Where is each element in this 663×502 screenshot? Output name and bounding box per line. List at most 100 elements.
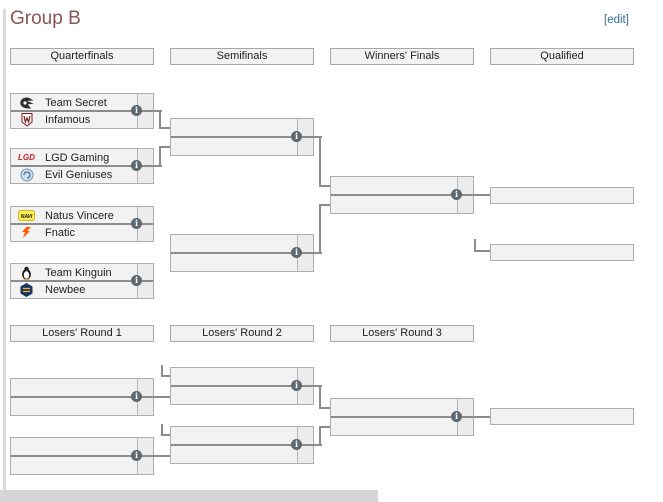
match-divider	[11, 280, 153, 282]
connector-line	[159, 146, 170, 148]
match-lr1-1: i	[10, 378, 154, 416]
header-quarterfinals: Quarterfinals	[10, 48, 154, 65]
team-row[interactable]: Evil Geniuses	[11, 166, 153, 183]
team-row[interactable]: Team Secret	[11, 94, 153, 111]
team-name[interactable]: Fnatic	[45, 226, 75, 239]
match-info-icon[interactable]: i	[291, 247, 302, 258]
match-info-icon[interactable]: i	[291, 439, 302, 450]
connector-line	[159, 146, 161, 167]
connector-line	[473, 416, 490, 418]
team-secret-logo	[18, 95, 35, 110]
match-info-icon[interactable]: i	[131, 105, 142, 116]
connector-line	[161, 434, 170, 436]
match-info-icon[interactable]: i	[451, 411, 462, 422]
team-kinguin-logo	[18, 265, 35, 280]
header-losers-round-1: Losers' Round 1	[10, 325, 154, 342]
connector-line	[319, 426, 330, 428]
match-divider	[171, 252, 313, 254]
team-row[interactable]: Newbee	[11, 281, 153, 298]
page-edge-bottom	[0, 490, 378, 502]
match-lr1-2: i	[10, 437, 154, 475]
team-row[interactable]: LGD LGD Gaming	[11, 149, 153, 166]
team-name[interactable]: Natus Vincere	[45, 209, 114, 222]
page-edge-left	[3, 9, 6, 500]
team-name[interactable]: Team Secret	[45, 96, 107, 109]
match-qf3: NAVI Natus Vincere Fnatic i	[10, 206, 154, 242]
match-lr3: i	[330, 398, 474, 436]
infamous-logo	[18, 112, 35, 127]
match-divider	[11, 455, 153, 457]
match-info-icon[interactable]: i	[131, 218, 142, 229]
connector-line	[319, 204, 321, 254]
connector-line	[159, 127, 170, 129]
connector-line	[153, 455, 170, 457]
connector-line	[159, 110, 161, 129]
team-row[interactable]: Fnatic	[11, 224, 153, 241]
connector-line	[319, 204, 330, 206]
qualified-slot-2	[490, 244, 634, 261]
connector-line	[313, 385, 322, 387]
team-row[interactable]: Team Kinguin	[11, 264, 153, 281]
match-info-icon[interactable]: i	[291, 380, 302, 391]
connector-line	[161, 424, 163, 436]
connector-line	[473, 194, 490, 196]
header-losers-round-3: Losers' Round 3	[330, 325, 474, 342]
match-divider	[11, 223, 153, 225]
match-divider	[331, 194, 473, 196]
match-winners-final: i	[330, 176, 474, 214]
header-qualified: Qualified	[490, 48, 634, 65]
match-qf4: Team Kinguin Newbee i	[10, 263, 154, 299]
evil-geniuses-logo	[18, 167, 35, 182]
connector-line	[319, 136, 321, 187]
match-sf2: i	[170, 234, 314, 272]
match-divider	[11, 110, 153, 112]
connector-line	[319, 185, 330, 187]
connector-line	[313, 252, 322, 254]
connector-line	[319, 407, 330, 409]
qualified-slot-1	[490, 187, 634, 204]
connector-line	[319, 385, 321, 409]
team-row[interactable]: Infamous	[11, 111, 153, 128]
connector-line	[313, 136, 322, 138]
newbee-logo	[18, 282, 35, 297]
match-divider	[331, 416, 473, 418]
match-qf2: LGD LGD Gaming Evil Geniuses i	[10, 148, 154, 184]
connector-line	[319, 426, 321, 446]
match-info-icon[interactable]: i	[131, 160, 142, 171]
edit-link[interactable]: [edit]	[604, 14, 629, 26]
team-row[interactable]: NAVI Natus Vincere	[11, 207, 153, 224]
match-info-icon[interactable]: i	[131, 391, 142, 402]
match-info-icon[interactable]: i	[131, 450, 142, 461]
match-lr2-1: i	[170, 367, 314, 405]
connector-line	[153, 110, 162, 112]
fnatic-logo	[18, 225, 35, 240]
connector-line	[153, 396, 170, 398]
match-info-icon[interactable]: i	[451, 189, 462, 200]
match-sf1: i	[170, 118, 314, 156]
connector-line	[153, 165, 162, 167]
connector-line	[161, 365, 163, 377]
connector-line	[161, 375, 170, 377]
match-divider	[171, 136, 313, 138]
header-winners-finals: Winners' Finals	[330, 48, 474, 65]
connector-line	[313, 444, 322, 446]
team-name[interactable]: LGD Gaming	[45, 151, 110, 164]
team-name[interactable]: Team Kinguin	[45, 266, 112, 279]
match-info-icon[interactable]: i	[291, 131, 302, 142]
connector-line	[474, 250, 490, 252]
connector-line	[474, 239, 476, 252]
lgd-gaming-logo: LGD	[18, 153, 35, 162]
team-name[interactable]: Newbee	[45, 283, 86, 296]
match-divider	[11, 165, 153, 167]
natus-vincere-logo: NAVI	[18, 208, 35, 223]
team-name[interactable]: Evil Geniuses	[45, 168, 113, 181]
losers-advance-slot	[490, 408, 634, 425]
match-info-icon[interactable]: i	[131, 275, 142, 286]
svg-text:NAVI: NAVI	[21, 214, 33, 220]
team-name[interactable]: Infamous	[45, 113, 91, 126]
match-divider	[171, 444, 313, 446]
header-semifinals: Semifinals	[170, 48, 314, 65]
page-title: Group B	[10, 8, 81, 29]
match-divider	[171, 385, 313, 387]
